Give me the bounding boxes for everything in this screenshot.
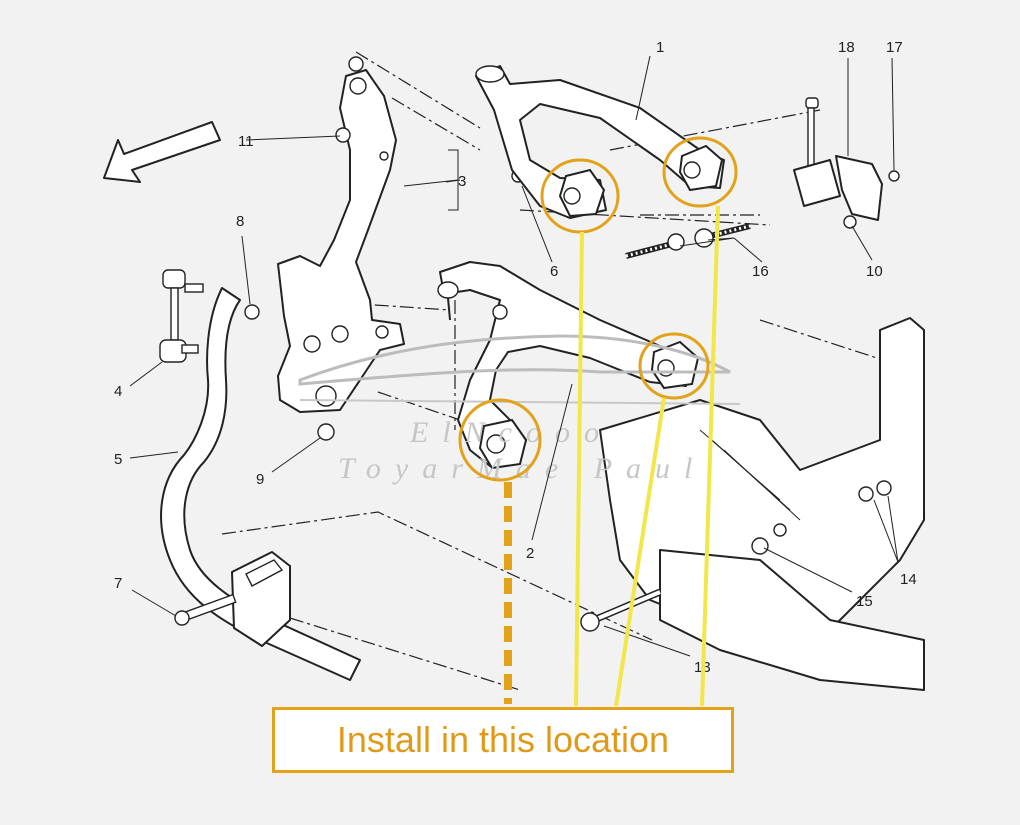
guide-lines bbox=[504, 205, 720, 707]
label-4: 4 bbox=[114, 383, 122, 400]
highlight-ring-lower-front bbox=[458, 398, 542, 482]
label-14: 14 bbox=[900, 571, 917, 588]
hidden-lines bbox=[221, 51, 921, 691]
label-10: 10 bbox=[866, 263, 883, 280]
stabilizer-bar bbox=[160, 287, 361, 681]
install-location-callout: Install in this location bbox=[272, 707, 734, 773]
highlight-ring-upper-rear bbox=[662, 136, 738, 208]
part-number-labels: 1 2 3 4 5 6 7 8 9 10 11 13 14 15 16 17 1… bbox=[114, 39, 917, 676]
stabilizer-link bbox=[159, 269, 204, 363]
nut-9 bbox=[317, 423, 335, 441]
label-9: 9 bbox=[256, 471, 264, 488]
nut-11 bbox=[335, 127, 351, 143]
label-5: 5 bbox=[114, 451, 122, 468]
watermark: ElNcooo ToyarMae Paul bbox=[298, 334, 741, 485]
highlight-ring-lower-rear bbox=[638, 332, 710, 400]
upper-front-bushing bbox=[558, 168, 606, 218]
label-11: 11 bbox=[238, 133, 254, 150]
front-direction-arrow bbox=[103, 121, 221, 183]
lower-front-bushing bbox=[478, 418, 528, 470]
label-15: 15 bbox=[856, 593, 873, 610]
label-3: 3 bbox=[458, 173, 466, 190]
label-16: 16 bbox=[752, 263, 769, 280]
label-17: 17 bbox=[886, 39, 903, 56]
label-6: 6 bbox=[550, 263, 558, 280]
label-7: 7 bbox=[114, 575, 122, 592]
bolt-13 bbox=[580, 588, 662, 632]
leader-lines bbox=[129, 55, 899, 657]
label-1: 1 bbox=[656, 39, 664, 56]
frame-rail bbox=[659, 549, 925, 691]
cam-bolts bbox=[625, 223, 751, 259]
stabilizer-bracket bbox=[174, 551, 291, 647]
watermark-line-1: ElNcooo bbox=[409, 416, 613, 449]
label-2: 2 bbox=[526, 545, 534, 562]
upper-rear-bushing bbox=[678, 144, 724, 192]
washer-top bbox=[348, 56, 364, 72]
label-18: 18 bbox=[838, 39, 855, 56]
nut-8 bbox=[244, 304, 260, 320]
label-8: 8 bbox=[236, 213, 244, 230]
steering-knuckle bbox=[277, 69, 405, 413]
install-location-text: Install in this location bbox=[336, 719, 670, 760]
watermark-line-2: ToyarMae Paul bbox=[338, 452, 706, 485]
upper-control-arm bbox=[475, 65, 725, 219]
height-sensor bbox=[793, 97, 900, 229]
